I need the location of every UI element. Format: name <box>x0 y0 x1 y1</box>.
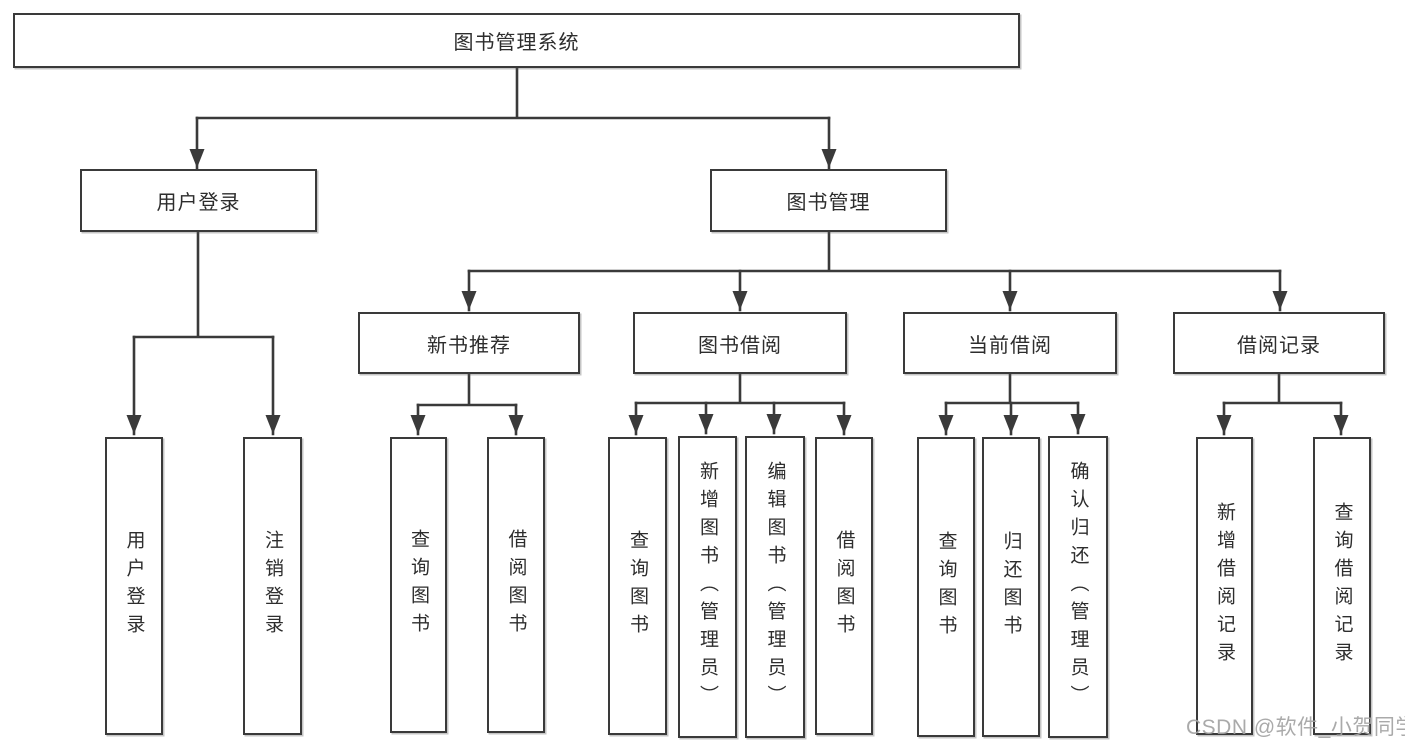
csdn-watermark: CSDN @软件_小贺同学 <box>1186 716 1405 739</box>
connector-nbr-split <box>410 372 524 436</box>
node-book-borrowing: 图书借阅 <box>633 312 847 374</box>
leaf-cb-confirm-return-admin: 确认归还（管理员） <box>1048 436 1108 738</box>
leaf-cb-return-books: 归还图书 <box>982 437 1040 737</box>
leaf-cb-query-books: 查询图书 <box>917 437 975 737</box>
connector-cb-split <box>938 372 1086 436</box>
leaf-br-add-record: 新增借阅记录 <box>1196 437 1253 735</box>
leaf-nbr-borrow-books: 借阅图书 <box>487 437 545 733</box>
connector-bb-split <box>628 372 852 436</box>
leaf-bb-borrow-books: 借阅图书 <box>815 437 873 735</box>
leaf-nbr-query-books: 查询图书 <box>390 437 447 733</box>
leaf-bb-add-books-admin: 新增图书（管理员） <box>678 436 737 738</box>
connector-user-login-split <box>126 230 281 436</box>
node-current-borrowing: 当前借阅 <box>903 312 1117 374</box>
node-root-system: 图书管理系统 <box>13 13 1020 68</box>
node-book-management: 图书管理 <box>710 169 947 232</box>
leaf-br-query-record: 查询借阅记录 <box>1313 437 1371 735</box>
connector-br-split <box>1216 372 1349 436</box>
leaf-bb-edit-books-admin: 编辑图书（管理员） <box>745 436 805 738</box>
leaf-user-login: 用户登录 <box>105 437 163 735</box>
node-user-login: 用户登录 <box>80 169 317 232</box>
connector-book-mgmt-split <box>461 230 1288 312</box>
node-borrowing-records: 借阅记录 <box>1173 312 1385 374</box>
node-new-book-recommendation: 新书推荐 <box>358 312 580 374</box>
leaf-logout: 注销登录 <box>243 437 302 735</box>
connector-root-split <box>189 66 837 170</box>
leaf-bb-query-books: 查询图书 <box>608 437 667 735</box>
